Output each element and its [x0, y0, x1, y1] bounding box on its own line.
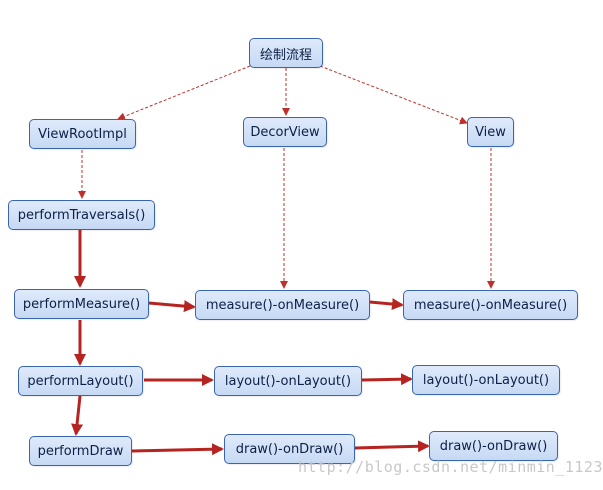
node-view[interactable]: View — [467, 117, 514, 147]
node-drawing-process[interactable]: 绘制流程 — [249, 38, 323, 68]
node-decorview[interactable]: DecorView — [243, 117, 327, 147]
edge-root-viewrootimpl — [117, 65, 251, 121]
edge-root-view — [319, 65, 468, 125]
node-viewrootimpl[interactable]: ViewRootImpl — [29, 119, 136, 149]
edge-decor-view-measure — [369, 298, 404, 311]
node-perform-draw[interactable]: performDraw — [29, 436, 132, 466]
edge-draw-decor — [131, 443, 224, 456]
node-view-measure[interactable]: measure()-onMeasure() — [403, 290, 578, 320]
edge-layout-draw — [71, 395, 84, 436]
node-view-layout[interactable]: layout()-onLayout() — [412, 365, 560, 395]
edge-decor-view-draw — [354, 440, 430, 453]
node-perform-measure[interactable]: performMeasure() — [14, 289, 149, 319]
node-decorview-layout[interactable]: layout()-onLayout() — [214, 366, 362, 396]
node-decorview-measure[interactable]: measure()-onMeasure() — [195, 290, 370, 320]
edge-measure-decor — [148, 300, 196, 313]
watermark: http://blog.csdn.net/minmin_1123 — [298, 458, 603, 476]
node-view-draw[interactable]: draw()-onDraw() — [429, 431, 558, 461]
node-perform-traversals[interactable]: performTraversals() — [8, 200, 155, 230]
node-decorview-draw[interactable]: draw()-onDraw() — [224, 434, 355, 464]
node-perform-layout[interactable]: performLayout() — [18, 366, 143, 396]
edge-decor-view-layout — [361, 373, 413, 386]
